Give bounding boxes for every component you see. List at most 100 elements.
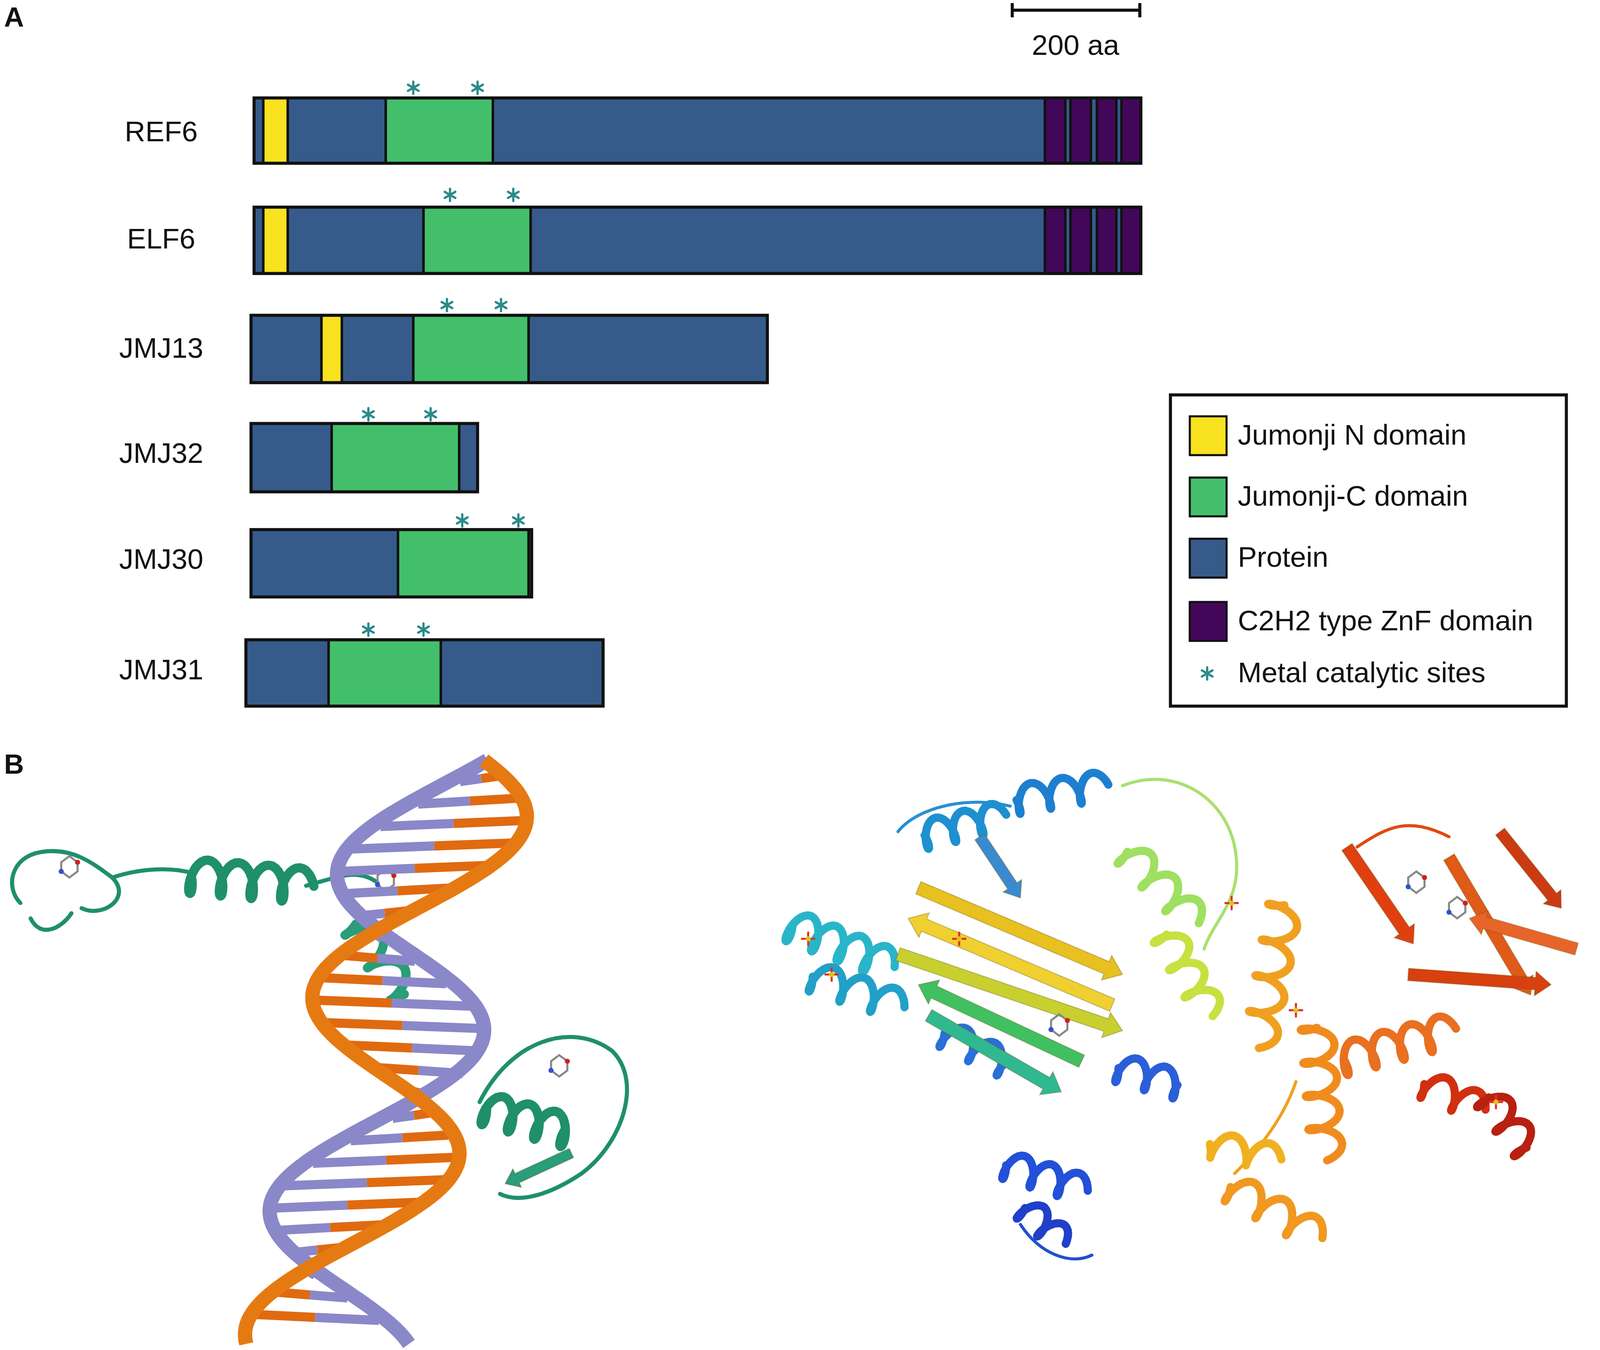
legend-swatch <box>1188 415 1228 457</box>
base-pair <box>251 1314 316 1318</box>
alpha-helix <box>808 967 905 1013</box>
protein-bar <box>253 98 1141 164</box>
alpha-helix <box>1115 1058 1178 1099</box>
beta-strand <box>974 833 1022 899</box>
base-pair <box>315 1317 379 1321</box>
base-pair <box>312 1000 392 1004</box>
base-pair <box>386 1157 460 1161</box>
ligand-atom <box>1493 1099 1499 1105</box>
protein-bar <box>246 640 604 707</box>
alpha-helix <box>1153 934 1220 1017</box>
ligand-atom <box>805 936 811 942</box>
base-pair <box>318 977 383 981</box>
ligand-atom <box>1229 900 1235 906</box>
ligand-sticks <box>952 931 967 946</box>
ligand-atom <box>1462 900 1468 906</box>
protein-name: JMJ31 <box>119 654 204 687</box>
metal-site-asterisk <box>363 623 375 636</box>
metal-site-asterisk <box>457 514 468 527</box>
beta-strand <box>1341 843 1415 945</box>
protein-name: JMJ32 <box>119 438 204 471</box>
ligand-sticks <box>824 967 839 982</box>
alpha-helix <box>785 915 895 973</box>
alpha-helix <box>1248 903 1298 1049</box>
protein-name: REF6 <box>124 116 198 149</box>
base-pair <box>338 868 415 872</box>
ligand-atom <box>1064 1018 1070 1024</box>
dna-strand <box>269 760 488 1345</box>
alpha-helix <box>1476 1096 1532 1157</box>
alpha-helix <box>1016 772 1109 815</box>
protein-name: JMJ13 <box>119 333 204 365</box>
metal-site-asterisk <box>408 81 419 94</box>
alpha-helix <box>1209 1135 1282 1166</box>
protein-bar <box>253 207 1141 274</box>
legend-text: Jumonji N domain <box>1237 420 1467 452</box>
metal-site-asterisk <box>513 514 525 527</box>
ligand-sticks <box>1224 896 1239 911</box>
beta-strand <box>504 1148 574 1188</box>
ligand-atom <box>1446 909 1452 915</box>
ligand-atom <box>1048 1027 1054 1033</box>
loop <box>479 1037 628 1199</box>
panel-letter: A <box>4 3 25 34</box>
protein-structure <box>785 772 1578 1260</box>
base-pair <box>270 1205 348 1209</box>
base-pair <box>434 842 517 846</box>
ligand-sticks <box>1488 1095 1503 1110</box>
alpha-helix <box>188 860 314 902</box>
ligand-atom <box>1405 884 1411 890</box>
alpha-helix <box>1016 1205 1069 1244</box>
protein-name: ELF6 <box>127 224 196 256</box>
loop <box>1122 779 1237 950</box>
loop <box>1020 1224 1092 1260</box>
base-pair <box>321 1022 403 1026</box>
side-chain-sticks <box>1051 1014 1068 1037</box>
ligand-atom <box>956 936 962 942</box>
legend-text: Protein <box>1237 542 1329 575</box>
scale-label: 200 aa <box>1031 30 1120 62</box>
alpha-helix <box>1224 1181 1323 1239</box>
beta-strand <box>1469 910 1579 956</box>
base-pair <box>366 1179 449 1183</box>
legend-swatch <box>1188 476 1228 518</box>
alpha-helix <box>1343 1016 1456 1076</box>
legend-swatch <box>1188 537 1228 579</box>
base-pair <box>391 1003 471 1007</box>
protein-bar <box>251 529 532 598</box>
legend-box <box>1170 394 1567 707</box>
ligand-atom <box>548 1068 554 1074</box>
ligand-atom <box>564 1058 570 1064</box>
beta-strand <box>1495 828 1562 909</box>
panel-letter: B <box>4 750 25 781</box>
scale-bar <box>1012 2 1140 18</box>
base-pair <box>352 846 435 850</box>
metal-site-asterisk <box>425 408 436 421</box>
loop <box>1357 825 1450 847</box>
legend-asterisk <box>1201 667 1213 680</box>
base-pair <box>312 1160 387 1164</box>
ligand-atom <box>1293 1007 1299 1013</box>
loop <box>30 869 195 931</box>
base-pair <box>382 980 447 984</box>
dna-strand <box>245 760 527 1345</box>
protein-bar <box>251 315 768 383</box>
side-chain-sticks <box>1408 871 1425 894</box>
base-pair <box>285 1182 367 1186</box>
side-chain-sticks <box>61 856 78 878</box>
metal-site-asterisk <box>418 623 429 636</box>
legend-text: Jumonji-C domain <box>1237 481 1468 513</box>
alpha-helix <box>924 804 1007 850</box>
alpha-helix <box>1002 1155 1088 1197</box>
loop <box>12 851 119 911</box>
metal-site-asterisk <box>363 408 375 421</box>
ligand-atom <box>1422 875 1428 881</box>
side-chain-sticks <box>1449 897 1466 919</box>
alpha-helix <box>1300 1027 1343 1161</box>
metal-site-asterisk <box>507 188 519 201</box>
base-pair <box>380 823 454 827</box>
metal-site-asterisk <box>472 81 483 94</box>
ligand-sticks <box>800 931 815 946</box>
legend-swatch <box>1188 600 1228 642</box>
